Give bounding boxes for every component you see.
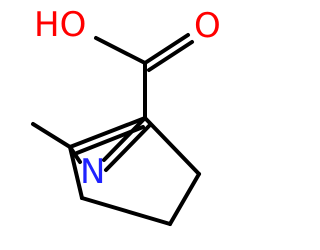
bond-bottom-right bbox=[80, 196, 172, 226]
molecule-svg: HO O N bbox=[31, 5, 221, 226]
bond-ring-top bbox=[68, 116, 147, 149]
bond-right-bridge bbox=[143, 116, 201, 176]
bond-c-o-double-a bbox=[143, 33, 190, 65]
bond-right-up bbox=[168, 172, 201, 226]
molecule-structure: HO O N bbox=[31, 5, 221, 226]
bond-c-o-double-b bbox=[147, 40, 194, 72]
hydroxyl-label: HO bbox=[34, 5, 86, 45]
bond-n-bridge bbox=[102, 116, 147, 162]
carbonyl-oxygen-label: O bbox=[194, 6, 221, 46]
nitrogen-label: N bbox=[80, 152, 105, 192]
bond-methyl bbox=[31, 122, 72, 149]
bond-left-down bbox=[68, 145, 84, 200]
bond-n-bridge-inner bbox=[104, 124, 151, 172]
bond-c-oh bbox=[94, 36, 147, 65]
